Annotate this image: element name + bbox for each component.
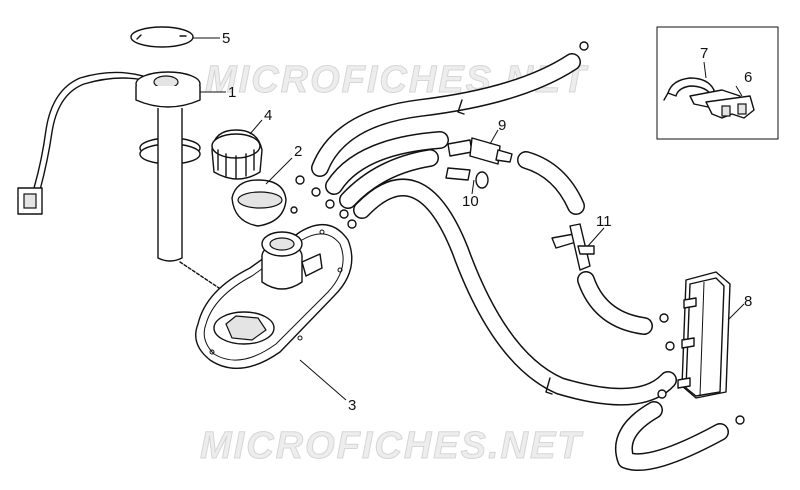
part-9-connector [447, 137, 513, 165]
watermark-bottom: MICROFICHES.NET [200, 425, 583, 467]
callout-9: 9 [498, 117, 506, 134]
part-5-cap [130, 26, 194, 48]
callout-3: 3 [348, 397, 356, 414]
part-11-tee-fitting [551, 223, 595, 271]
part-3-tank-plate [195, 206, 353, 369]
callout-1: 1 [228, 84, 236, 101]
callout-10: 10 [462, 193, 479, 210]
part-4-filler-cap [211, 129, 263, 180]
callout-8: 8 [744, 293, 752, 310]
part-10-fitting [445, 167, 489, 189]
callout-5: 5 [222, 30, 230, 47]
inset-detail-box [656, 26, 779, 140]
callout-4: 4 [264, 107, 272, 124]
hoses [311, 53, 729, 472]
part-2-gasket [231, 179, 287, 227]
part-1-fuel-sender [17, 71, 243, 319]
callout-2: 2 [294, 143, 302, 160]
hose-clamps [295, 41, 745, 425]
part-8-canister [677, 271, 731, 399]
callout-11: 11 [596, 213, 612, 230]
callout-7: 7 [700, 45, 708, 62]
leader-lines [193, 37, 745, 401]
callout-6: 6 [744, 69, 752, 86]
